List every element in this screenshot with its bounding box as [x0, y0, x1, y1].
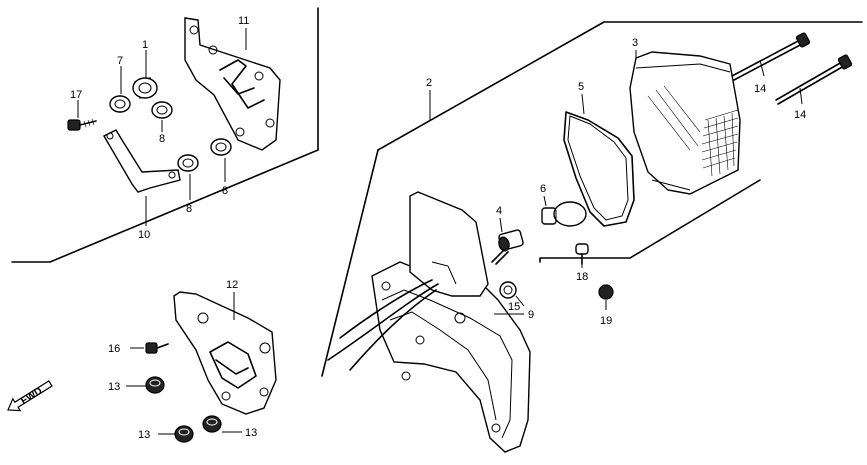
callout-8-upper: 8 — [159, 133, 165, 145]
callout-13-lower-right: 13 — [245, 427, 257, 439]
callout-9: 9 — [528, 309, 534, 321]
callout-2: 2 — [426, 77, 432, 89]
callout-13-upper: 13 — [108, 381, 120, 393]
callout-1: 1 — [142, 39, 148, 51]
callout-17: 17 — [70, 89, 82, 101]
group-outline-right — [321, 21, 863, 377]
screw-part-14-lower — [775, 54, 853, 105]
bolt-part-17 — [67, 118, 97, 131]
callout-12: 12 — [226, 279, 238, 291]
wire-harness — [327, 279, 439, 371]
callout-10: 10 — [138, 229, 150, 241]
group-outline-upper-left — [11, 7, 319, 263]
screw-part-18 — [575, 243, 589, 265]
callout-7: 7 — [117, 55, 123, 67]
callout-3: 3 — [632, 37, 638, 49]
callout-18: 18 — [576, 271, 588, 283]
callout-8-middle: 8 — [186, 203, 192, 215]
callout-4: 4 — [496, 205, 502, 217]
bushing-part-8-middle — [177, 154, 199, 172]
nut-part-13-lower-left — [174, 425, 194, 443]
nut-part-13-upper — [145, 376, 165, 394]
nut-part-13-lower-right — [202, 415, 222, 433]
callout-5: 5 — [578, 81, 584, 93]
link-arm-part-10 — [103, 129, 181, 193]
bushing-part-8-right — [210, 138, 232, 156]
nut-part-19 — [598, 284, 614, 300]
callout-13-lower-left: 13 — [138, 429, 150, 441]
callout-8-right: 8 — [222, 185, 228, 197]
gasket-part-5 — [563, 111, 635, 227]
bushing-part-7 — [109, 95, 131, 113]
socket-part-4 — [491, 229, 524, 265]
bracket-part-12 — [173, 291, 277, 415]
callout-11: 11 — [238, 15, 249, 27]
bushing-part-1 — [132, 77, 158, 99]
lens-part-3 — [629, 51, 741, 195]
bolt-part-16 — [145, 342, 169, 354]
callout-14-lower: 14 — [794, 109, 806, 121]
leader-lines — [77, 28, 803, 435]
fwd-arrow-icon: FWD — [7, 380, 53, 412]
callout-labels: 1 7 17 8 8 8 10 11 12 16 13 13 13 2 3 5 … — [70, 15, 806, 441]
callout-19: 19 — [600, 315, 612, 327]
bracket-part-11 — [184, 17, 281, 151]
callout-16: 16 — [108, 343, 120, 355]
callout-14-upper: 14 — [754, 83, 766, 95]
bushing-part-8-upper — [151, 101, 173, 119]
bulb-part-6 — [541, 201, 587, 227]
callout-15: 15 — [508, 301, 520, 313]
screw-part-14-upper — [731, 32, 811, 81]
plate-part-2 — [409, 191, 489, 297]
callout-6: 6 — [540, 183, 546, 195]
nut-part-15 — [499, 281, 517, 299]
